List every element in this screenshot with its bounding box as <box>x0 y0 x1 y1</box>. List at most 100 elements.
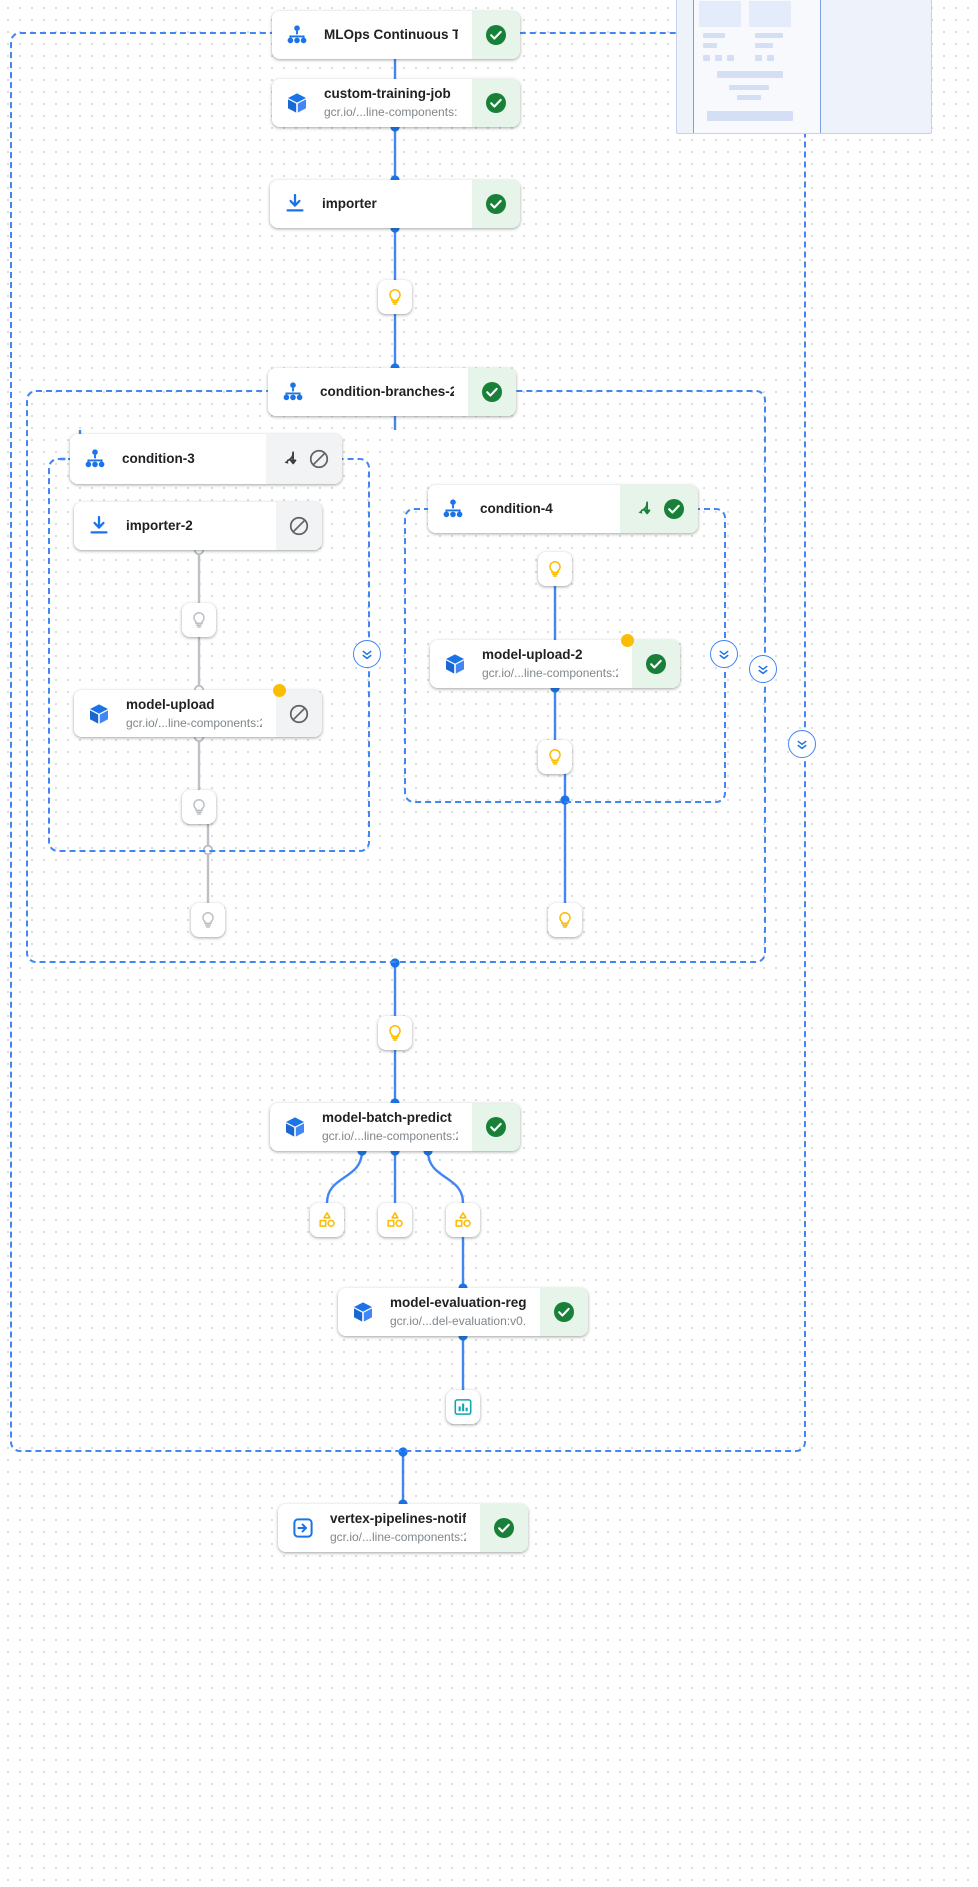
cube-icon <box>442 651 468 677</box>
artifact-condition3-out[interactable] <box>191 903 225 937</box>
node-title: custom-training-job <box>324 86 451 101</box>
cube-icon <box>284 90 310 116</box>
check-circle-icon <box>482 382 502 402</box>
artifact-branches-out[interactable] <box>378 1016 412 1050</box>
status-badge[interactable] <box>472 1103 520 1151</box>
node-body[interactable]: custom-training-job gcr.io/...line-compo… <box>272 79 472 127</box>
node-body[interactable]: model-upload gcr.io/...line-components:2… <box>74 690 276 737</box>
node-body[interactable]: importer-2 <box>74 502 276 550</box>
node-title: model-batch-predict <box>322 1110 452 1125</box>
node-mlops-continuous-training[interactable]: MLOps Continuous Traini... <box>272 11 520 59</box>
lightbulb-icon <box>549 749 561 765</box>
node-model-evaluation-regression[interactable]: model-evaluation-regres... gcr.io/...del… <box>338 1288 588 1336</box>
node-custom-training-job[interactable]: custom-training-job gcr.io/...line-compo… <box>272 79 520 127</box>
node-title: condition-4 <box>480 501 553 516</box>
status-badge[interactable] <box>472 11 520 59</box>
status-badge[interactable] <box>632 640 680 688</box>
blocked-circle-icon <box>289 516 309 536</box>
check-circle-icon <box>486 1117 506 1137</box>
node-vertex-pipelines-notification[interactable]: vertex-pipelines-notificat... gcr.io/...… <box>278 1504 528 1552</box>
collapse-chevrons-icon <box>719 650 729 660</box>
status-badge[interactable] <box>540 1288 588 1336</box>
branch-down-icon <box>284 451 297 465</box>
node-importer[interactable]: importer <box>270 180 520 228</box>
artifact-importer2-out[interactable] <box>182 603 216 637</box>
lightbulb-icon <box>193 799 205 815</box>
node-body[interactable]: MLOps Continuous Traini... <box>272 11 472 59</box>
bar-chart-metrics-icon <box>454 1399 472 1415</box>
node-body[interactable]: vertex-pipelines-notificat... gcr.io/...… <box>278 1504 480 1552</box>
lightbulb-icon <box>202 912 214 928</box>
collapse-condition-4-button[interactable] <box>710 640 738 668</box>
cube-icon <box>282 1114 308 1140</box>
minimap-viewport[interactable] <box>693 0 821 133</box>
node-condition-branches-2[interactable]: condition-branches-2 <box>268 368 516 416</box>
artifact-batch-predict-ds-3[interactable] <box>446 1203 480 1237</box>
pipeline-hierarchy-icon <box>280 379 306 405</box>
node-subtitle: gcr.io/...line-components:2.6.0 <box>330 1530 466 1544</box>
pipeline-hierarchy-icon <box>82 446 108 472</box>
dataset-shapes-icon <box>387 1212 403 1228</box>
node-title: importer-2 <box>126 518 193 533</box>
node-condition-3[interactable]: condition-3 <box>70 434 342 484</box>
node-subtitle: gcr.io/...line-components:2.6.0 <box>324 105 458 119</box>
node-subtitle: gcr.io/...line-components:2.6.0 <box>126 715 262 730</box>
node-body[interactable]: condition-3 <box>70 434 266 484</box>
collapse-root-dag-button[interactable] <box>788 730 816 758</box>
cube-icon <box>86 701 112 727</box>
lightbulb-icon <box>389 289 401 305</box>
cube-icon <box>350 1299 376 1325</box>
minimap[interactable] <box>676 0 932 134</box>
node-subtitle: gcr.io/...del-evaluation:v0.9.3 <box>390 1314 526 1328</box>
lightbulb-icon <box>193 612 205 628</box>
check-circle-icon <box>494 1518 514 1538</box>
branch-down-icon <box>638 501 651 515</box>
artifact-condition4-out[interactable] <box>548 903 582 937</box>
node-body[interactable]: condition-4 <box>428 485 620 533</box>
blocked-circle-icon <box>289 704 309 723</box>
node-model-upload-2[interactable]: model-upload-2 gcr.io/...line-components… <box>430 633 680 688</box>
status-badge[interactable] <box>620 485 698 533</box>
artifact-evaluation-metrics[interactable] <box>446 1390 480 1424</box>
node-importer-2[interactable]: importer-2 <box>74 502 322 550</box>
collapse-condition-branches-2-button[interactable] <box>749 655 777 683</box>
node-title: importer <box>322 196 377 211</box>
node-condition-4[interactable]: condition-4 <box>428 485 698 533</box>
artifact-condition4-in[interactable] <box>538 552 572 586</box>
lightbulb-icon <box>559 912 571 928</box>
artifact-batch-predict-ds-1[interactable] <box>310 1203 344 1237</box>
node-model-batch-predict[interactable]: model-batch-predict gcr.io/...line-compo… <box>270 1103 520 1151</box>
artifact-model-upload-2-out[interactable] <box>538 740 572 774</box>
pipeline-hierarchy-icon <box>440 496 466 522</box>
node-title: model-evaluation-regres... <box>390 1295 526 1310</box>
status-badge[interactable] <box>480 1504 528 1552</box>
status-badge[interactable] <box>472 180 520 228</box>
artifact-importer-out[interactable] <box>378 280 412 314</box>
status-badge[interactable] <box>276 690 322 737</box>
node-body[interactable]: model-upload-2 gcr.io/...line-components… <box>430 640 632 688</box>
status-badge[interactable] <box>266 434 342 484</box>
node-body[interactable]: model-evaluation-regres... gcr.io/...del… <box>338 1288 540 1336</box>
node-body[interactable]: model-batch-predict gcr.io/...line-compo… <box>270 1103 472 1151</box>
collapse-chevrons-icon <box>362 650 372 660</box>
node-body[interactable]: importer <box>270 180 472 228</box>
check-circle-icon <box>486 25 506 45</box>
node-title: condition-branches-2 <box>320 384 454 399</box>
node-model-upload[interactable]: model-upload gcr.io/...line-components:2… <box>74 683 322 737</box>
download-icon <box>282 191 308 217</box>
collapse-chevrons-icon <box>758 665 768 675</box>
status-badge[interactable] <box>276 502 322 550</box>
artifact-model-upload-out[interactable] <box>182 790 216 824</box>
status-badge[interactable] <box>472 79 520 127</box>
exit-arrow-icon <box>290 1515 316 1541</box>
node-body[interactable]: condition-branches-2 <box>268 368 468 416</box>
output-artifact-dot <box>621 633 634 647</box>
node-title: vertex-pipelines-notificat... <box>330 1511 466 1526</box>
status-badge[interactable] <box>468 368 516 416</box>
artifact-batch-predict-ds-2[interactable] <box>378 1203 412 1237</box>
check-circle-icon <box>486 93 506 113</box>
output-artifact-dot <box>273 683 286 697</box>
collapse-condition-3-button[interactable] <box>353 640 381 668</box>
collapse-chevrons-icon <box>797 740 807 750</box>
